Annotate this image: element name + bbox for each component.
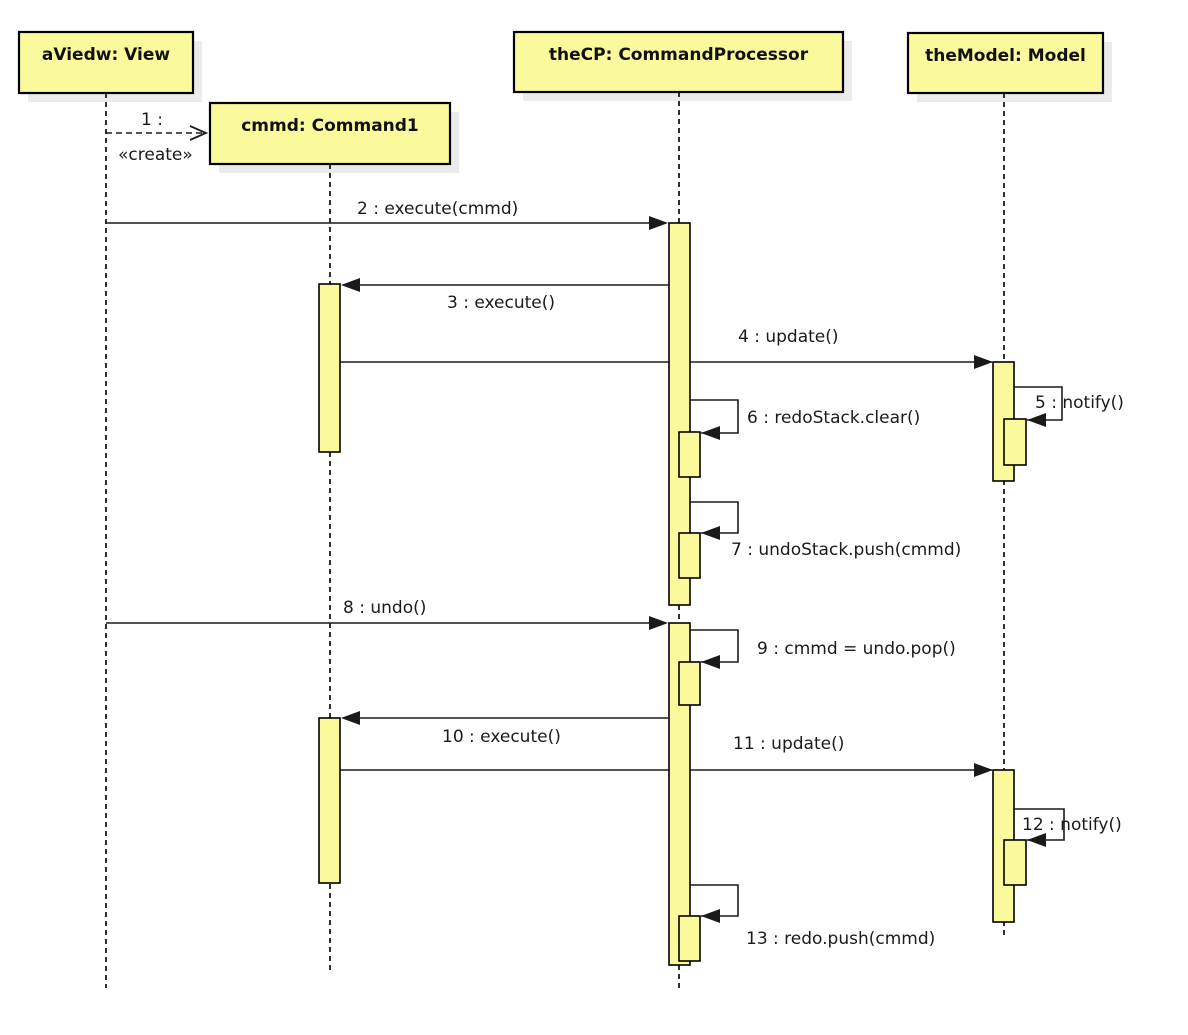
message-arrowhead-13 bbox=[701, 909, 720, 923]
object-box-theModel bbox=[906, 31, 1105, 95]
self-message-loop-5 bbox=[1014, 386, 1063, 421]
message-arrowhead-10 bbox=[341, 711, 360, 725]
object-box-aViedw bbox=[17, 30, 195, 95]
message-arrowhead-7 bbox=[701, 526, 720, 540]
activation-bar-theModel bbox=[1003, 418, 1027, 466]
activation-bar-theCP bbox=[678, 915, 701, 962]
object-box-cmmd bbox=[208, 101, 452, 166]
activation-bar-theCP bbox=[678, 532, 701, 579]
open-arrowhead-icon bbox=[189, 125, 209, 141]
message-arrowhead-3 bbox=[341, 278, 360, 292]
activation-bar-cmmd bbox=[318, 283, 341, 453]
activation-bar-cmmd bbox=[318, 717, 341, 884]
message-arrowhead-2 bbox=[649, 216, 668, 230]
activation-bar-theCP bbox=[678, 661, 701, 706]
message-arrowhead-6 bbox=[701, 426, 720, 440]
message-arrowhead-4 bbox=[974, 355, 993, 369]
message-arrowhead-8 bbox=[649, 616, 668, 630]
activation-bar-theCP bbox=[668, 222, 691, 606]
message-arrowhead-9 bbox=[701, 655, 720, 669]
self-message-loop-9 bbox=[690, 629, 739, 663]
message-arrowhead-5 bbox=[1027, 413, 1046, 427]
message-arrowhead-12 bbox=[1027, 833, 1046, 847]
self-message-loop-6 bbox=[690, 399, 739, 434]
activation-bar-theCP bbox=[678, 431, 701, 478]
object-box-theCP bbox=[512, 30, 845, 94]
activation-bar-theModel bbox=[1003, 839, 1027, 886]
message-arrowhead-11 bbox=[974, 763, 993, 777]
self-message-loop-12 bbox=[1014, 808, 1065, 841]
activation-bar-theCP bbox=[668, 622, 691, 966]
